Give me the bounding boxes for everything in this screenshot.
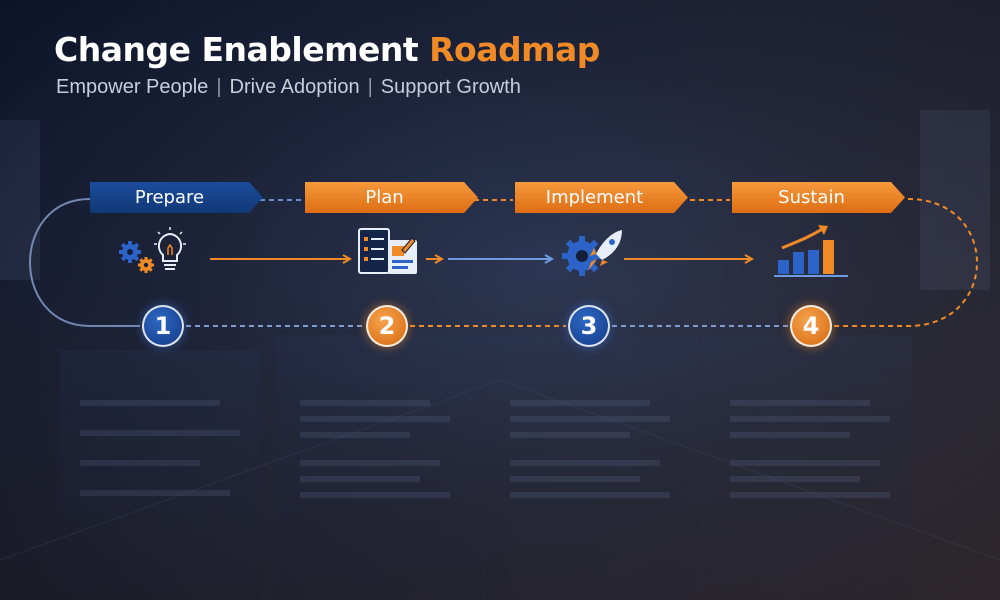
title-accent: Roadmap — [429, 30, 600, 69]
stage-banner-implement: Implement — [515, 182, 688, 213]
step-number-3: 3 — [568, 305, 610, 347]
subtitle-separator: | — [367, 76, 373, 98]
subtitle-part-3: Support Growth — [380, 76, 521, 98]
growth-bar-chart-icon — [774, 225, 848, 277]
step-number-2: 2 — [366, 305, 408, 347]
stage-banner-plan: Plan — [305, 182, 478, 213]
page-title: Change Enablement Roadmap — [54, 30, 600, 69]
gears-lightbulb-icon — [119, 227, 186, 273]
loop-connector-right — [832, 198, 978, 327]
stage-banner-prepare: Prepare — [90, 182, 263, 213]
step-number-1: 1 — [142, 305, 184, 347]
subtitle-separator: | — [216, 76, 222, 98]
subtitle-part-1: Empower People — [56, 76, 209, 98]
page-subtitle: Empower People | Drive Adoption | Support Gr… — [56, 76, 521, 99]
stage-banner-sustain: Sustain — [732, 182, 905, 213]
loop-connector-left — [29, 198, 140, 327]
step-number-4: 4 — [790, 305, 832, 347]
subtitle-part-2: Drive Adoption — [229, 76, 360, 98]
title-main: Change Enablement — [54, 30, 419, 69]
checklist-document-icon — [358, 228, 417, 274]
gear-rocket-icon — [562, 230, 622, 276]
